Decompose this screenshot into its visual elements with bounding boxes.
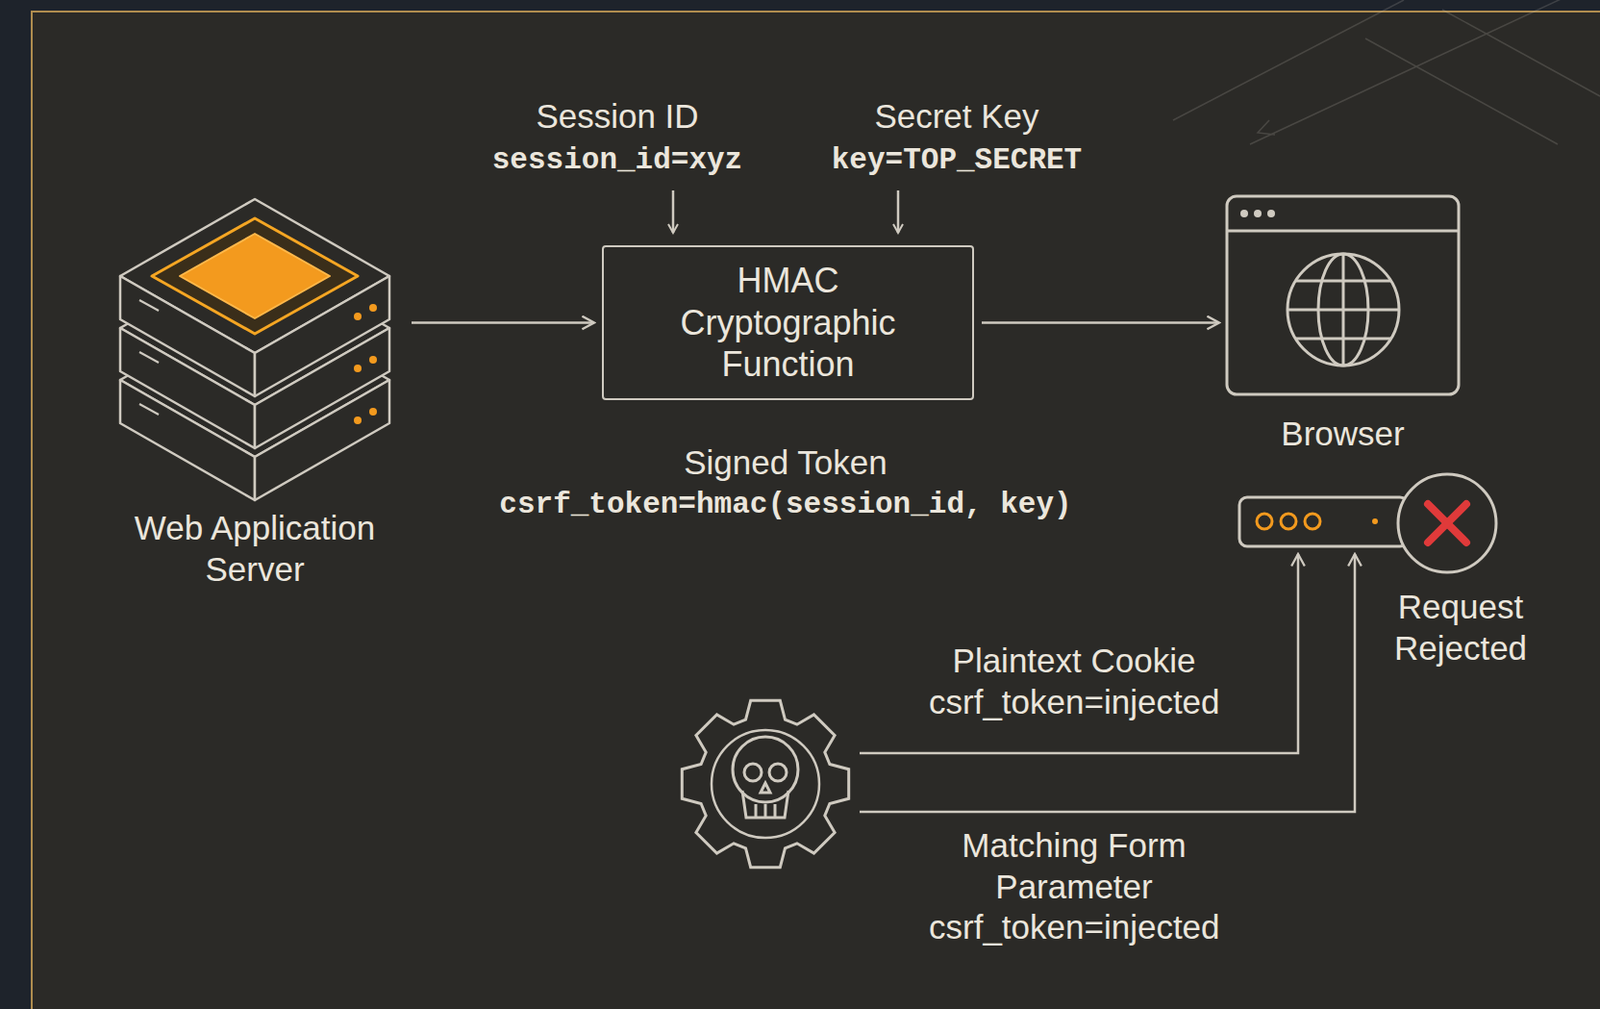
input-value: key=TOP_SECRET [831,142,1082,179]
attacker-gear [681,700,849,867]
output-heading: Signed Token [683,442,887,484]
request-bar [1239,474,1497,573]
request-node: Request Rejected [1239,497,1408,547]
edge-label: Matching Form Parameter csrf_token=injec… [925,823,1224,950]
browser-node: Browser [1226,196,1459,395]
input-heading: Session ID [535,96,699,138]
grid-lines [1173,0,1600,145]
node-label: Web Application Server [105,507,404,590]
connector-arrow [859,553,1355,812]
connector-arrow [859,553,1299,753]
connector-arrow [981,321,1220,325]
edge-label: Plaintext Cookie csrf_token=injected [925,638,1224,725]
node-label: HMAC Cryptographic Function [668,259,909,387]
node-label: Request Rejected [1383,586,1538,669]
process-box: HMAC Cryptographic Function [601,245,975,400]
node-label: Browser [1198,413,1488,455]
browser-icon [1226,196,1459,395]
output-formula: csrf_token=hmac(session_id, key) [499,486,1072,524]
input-value: session_id=xyz [492,142,743,179]
attacker-node [678,697,852,871]
input-heading: Secret Key [874,96,1039,138]
connector-arrow [411,321,595,325]
input-arrows [673,190,899,233]
server-node: Web Application Server [105,192,404,616]
server-icon [120,199,390,500]
